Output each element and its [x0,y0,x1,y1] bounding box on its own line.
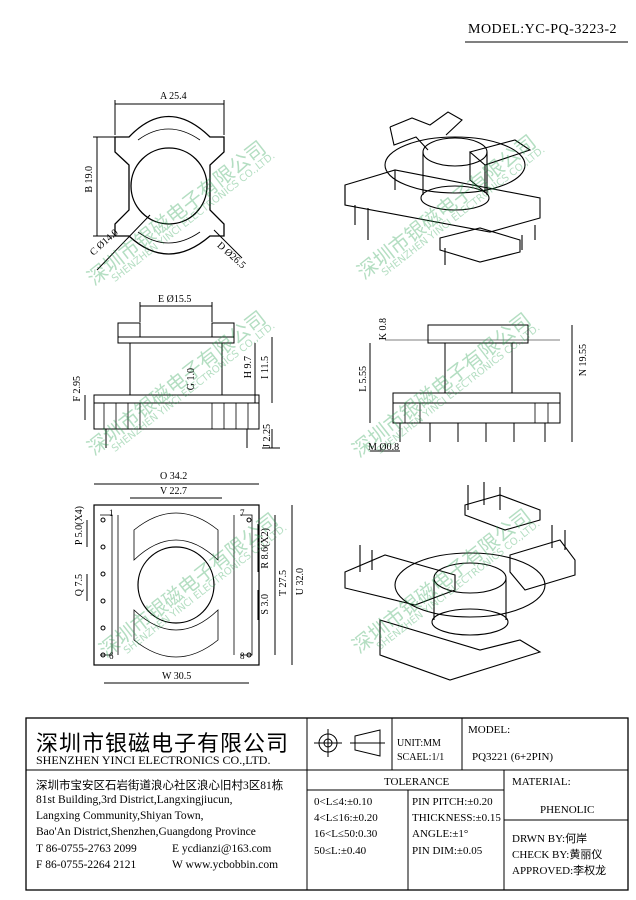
isometric-bottom [344,482,576,681]
dim-f: F 2.95 [72,376,83,402]
dim-h: H 9.7 [243,356,254,379]
tolerance-pin-dim: PIN DIM:±0.05 [412,845,483,857]
side-view [369,324,573,452]
dim-g: G 1.0 [186,368,197,391]
dim-u: U 32.0 [295,568,306,596]
model-label: MODEL: [468,724,511,736]
website: W www.ycbobbin.com [172,859,279,871]
model-value: PQ3221 (6+2PIN) [472,751,554,763]
material-value: PHENOLIC [540,804,595,816]
tolerance-angle: ANGLE:±1° [412,828,469,840]
dim-a: A 25.4 [160,91,187,102]
address-en-2: Langxing Community,Shiyan Town, [36,810,204,822]
dim-w: W 30.5 [162,671,192,682]
top-view [93,100,243,271]
tolerance-3: 16<L≤50:0.30 [314,828,378,840]
dim-p: P 5.0(X4) [74,506,85,546]
tolerance-thickness: THICKNESS:±0.15 [412,812,501,824]
dim-n: N 19.55 [578,344,589,377]
isometric-top [344,111,541,265]
pin-label-7: 7 [240,508,245,518]
model-header: MODEL:YC-PQ-3223-2 [468,22,617,37]
telephone: T 86-0755-2763 2099 [36,843,137,855]
dim-s: S 3.0 [260,594,271,615]
email: E ycdianzi@163.com [172,843,272,855]
dim-k: K 0.8 [378,318,389,341]
dim-t: T 27.5 [278,570,289,596]
scale-label: SCAEL:1/1 [397,752,445,763]
tolerance-1: 0<L≤4:±0.10 [314,796,373,808]
address-en-3: Bao'An District,Shenzhen,Guangdong Provi… [36,826,256,838]
address-cn: 深圳市宝安区石岩街道浪心社区浪心旧村3区81栋 [36,780,284,792]
bottom-view [86,483,293,684]
dim-i: I 11.5 [260,356,271,379]
dim-r: R 8.6(X2) [260,528,271,569]
tolerance-pin-pitch: PIN PITCH:±0.20 [412,796,493,808]
pin-label-1: 1 [109,508,114,518]
company-name-cn: 深圳市银磁电子有限公司 [36,732,290,757]
drawn-by: DRWN BY:何岸 [512,833,588,845]
title-block-frame [25,717,629,891]
dim-e: E Ø15.5 [158,294,192,305]
fax: F 86-0755-2264 2121 [36,859,137,871]
dim-o: O 34.2 [160,471,188,482]
tolerance-2: 4<L≤16:±0.20 [314,812,378,824]
checked-by: CHECK BY:黄丽仪 [512,849,603,861]
pin-label-6: 6 [109,651,114,661]
dim-m: M Ø0.8 [368,442,400,453]
dim-v: V 22.7 [160,486,188,497]
dim-q: Q 7.5 [74,574,85,597]
unit-label: UNIT:MM [397,738,441,749]
tolerance-label: TOLERANCE [384,776,450,788]
dim-l: L 5.55 [358,366,369,392]
dim-b: B 19.0 [84,166,95,193]
material-label: MATERIAL: [512,776,571,788]
company-name-en: SHENZHEN YINCI ELECTRONICS CO.,LTD. [36,753,271,767]
tolerance-4: 50≤L:±0.40 [314,845,367,857]
pin-label-8: 8 [240,651,245,661]
approved-by: APPROVED:李权龙 [512,865,607,877]
dim-j: J 2.25 [262,424,273,448]
address-en-1: 81st Building,3rd District,Langxingjiucu… [36,794,233,806]
front-view [84,302,280,449]
